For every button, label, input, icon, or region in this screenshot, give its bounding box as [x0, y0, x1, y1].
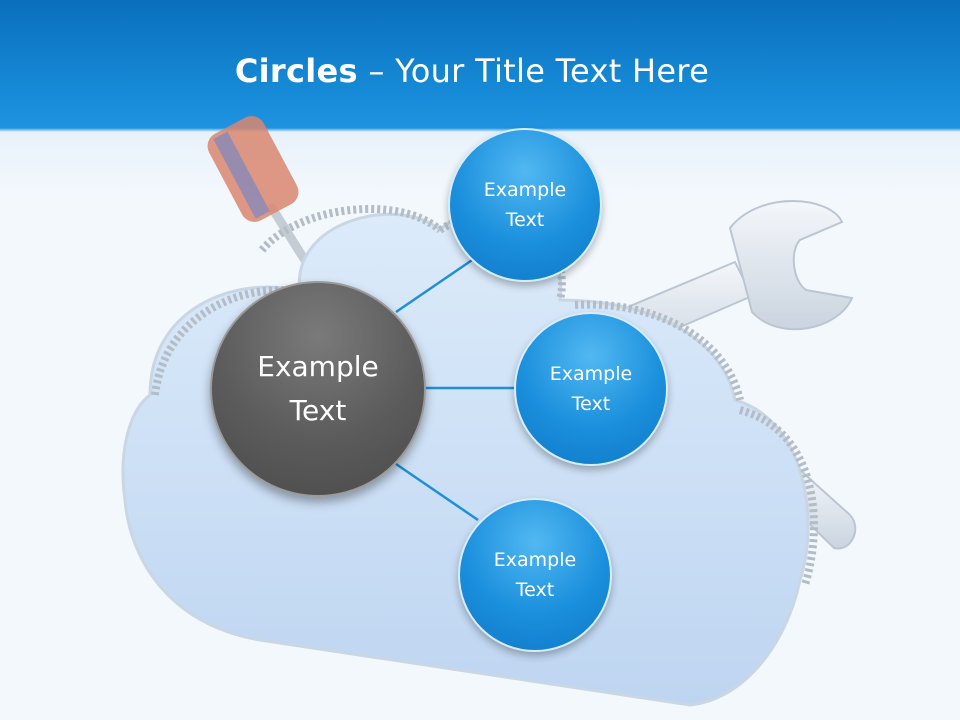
slide-title: Circles – Your Title Text Here — [0, 52, 944, 90]
circle-middle-label: Example Text — [549, 363, 633, 415]
circle-bottom-label: Example Text — [493, 549, 577, 601]
center-circle: Example Text — [210, 281, 426, 497]
screwdriver-icon — [207, 116, 311, 267]
connector-lines — [395, 254, 516, 522]
circle-middle: Example Text — [514, 312, 668, 466]
circle-top: Example Text — [448, 128, 602, 282]
circle-top-label: Example Text — [483, 179, 567, 231]
circle-bottom: Example Text — [458, 498, 612, 652]
title-bold: Circles — [234, 52, 358, 90]
center-circle-label: Example Text — [257, 350, 379, 427]
title-rest: – Your Title Text Here — [357, 52, 710, 90]
